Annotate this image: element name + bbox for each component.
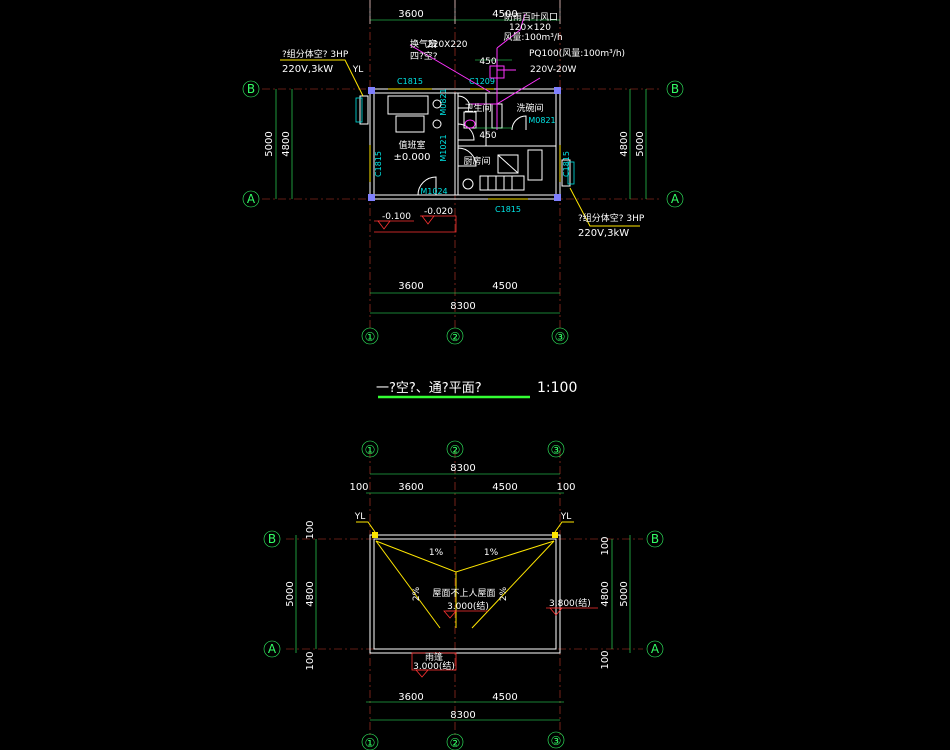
vent-note: 四?空? [410,50,438,62]
axis-3: ③ [555,330,566,344]
vent-label: 换气扇 [410,38,437,50]
roof-dim-top-left: 3600 [398,482,423,493]
vent-spacing-1: 450 [479,57,496,67]
door-m0821-b: M0821 [528,116,555,125]
window-c1209: C1209 [469,77,495,86]
dim-bottom-total: 8300 [450,301,475,312]
roof-dim-left-bay: 5000 [285,581,296,606]
vent-outlet-flow: 风量:100m³/h [503,32,562,43]
roof-axis-b-right: B [651,532,659,546]
roof-level: 3.000(结) [447,600,489,612]
roof-dim-bottom-right: 4500 [492,692,517,703]
column [368,87,375,94]
column [368,194,375,201]
dim-bottom-right: 4500 [492,281,517,292]
dim-bottom-left: 3600 [398,281,423,292]
room-toilet: 卫生间 [464,102,491,114]
room-floor-level: ±0.000 [393,152,430,163]
roof-axis-2-bottom: ② [450,736,461,750]
roof-axis-3-top: ③ [551,443,562,457]
dim-left-bay: 5000 [264,131,275,156]
door-m1021: M1021 [439,134,448,161]
roof-plan: ① ② ③ ① ② ③ B A B A 8300 100 3600 4500 1… [263,440,664,750]
column [554,87,561,94]
canopy-label: 雨篷 [425,651,443,663]
vent-size: 220X220 [427,40,468,50]
title-name: 一?空?、通?平面? [376,381,482,396]
roof-dim-top-edge-l: 100 [349,482,368,493]
axis-b-left: B [247,82,255,96]
parapet-level: 3.800(结) [549,597,591,609]
title-scale: 1:100 [537,380,577,396]
dim-right-inner: 4800 [619,131,630,156]
vent-fan: PQ100(风量:100m³/h) [529,48,625,59]
roof-axis-2-top: ② [450,443,461,457]
axis-a-left: A [247,192,256,206]
axis-2: ② [450,330,461,344]
dim-left-inner: 4800 [281,131,292,156]
roof-axis-1-top: ① [365,443,376,457]
roof-dim-right-edge-t: 100 [600,536,611,555]
column [554,194,561,201]
vent-outlet-size: 120×120 [509,23,551,33]
canopy-level: 3.000(结) [413,660,455,672]
dim-top-left: 3600 [398,9,423,20]
window-c1815-left: C1815 [374,151,383,177]
vent-outlet-title: 防雨百叶风口 [504,11,558,23]
vent-spacing-2: 450 [479,131,496,141]
axis-1: ① [365,330,376,344]
room-kitchen: 厨房间 [463,155,490,167]
roof-axis-1-bottom: ① [365,736,376,750]
roof-slope-left: 1% [429,548,444,558]
roof-yl-right: YL [560,512,572,522]
dim-top-right: 4500 [492,9,517,20]
roof-dim-right-inner: 4800 [600,581,611,606]
window-c1815-right: C1815 [562,151,571,177]
roof-dim-bottom-total: 8300 [450,710,475,721]
ac-left-line2: 220V,3kW [282,64,333,75]
axis-a-right: A [671,192,680,206]
roof-axis-3-bottom: ③ [551,734,562,748]
vent-power: 220V-20W [530,65,577,75]
yl-label: YL [352,65,364,75]
window-c1815-top: C1815 [397,77,423,86]
roof-label: 屋面不上人屋面 [432,588,495,599]
roof-slope-right: 1% [484,548,499,558]
roof-dim-right-bay: 5000 [619,581,630,606]
room-office: 值班室 [398,139,425,151]
window-c1815-bottom: C1815 [495,205,521,214]
door-m1024: M1024 [420,187,447,196]
ext-level-1: -0.100 [382,212,411,222]
roof-dim-right-edge-b: 100 [600,650,611,669]
roof-dim-top-total: 8300 [450,463,475,474]
drawing-title: 一?空?、通?平面? 1:100 [376,380,577,399]
roof-dim-bottom-left: 3600 [398,692,423,703]
dim-right-bay: 5000 [635,131,646,156]
ac-right-line2: 220V,3kW [578,228,629,239]
roof-dim-left-edge-b: 100 [305,651,316,670]
axis-b-right: B [671,82,679,96]
ac-left-line1: ?组分体空? 3HP [282,48,349,60]
roof-axis-a-left: A [268,642,277,656]
roof-dim-top-right: 4500 [492,482,517,493]
ac-right-line1: ?组分体空? 3HP [578,212,645,224]
roof-dim-top-edge-r: 100 [556,482,575,493]
ext-level-2: -0.020 [424,207,453,217]
roof-yl-left: YL [354,512,366,522]
door-m0821-a: M0821 [439,88,448,115]
roof-dim-left-inner: 4800 [305,581,316,606]
roof-axis-a-right: A [651,642,660,656]
room-pantry: 洗碗间 [516,102,543,114]
roof-slope-right-2: 2% [499,586,509,601]
roof-slope-left-2: 2% [412,586,422,601]
roof-dim-left-edge-t: 100 [305,520,316,539]
floor-plan: 3600 4500 3600 4500 8300 5000 4800 4800 … [242,0,684,345]
roof-axis-b-left: B [268,532,276,546]
